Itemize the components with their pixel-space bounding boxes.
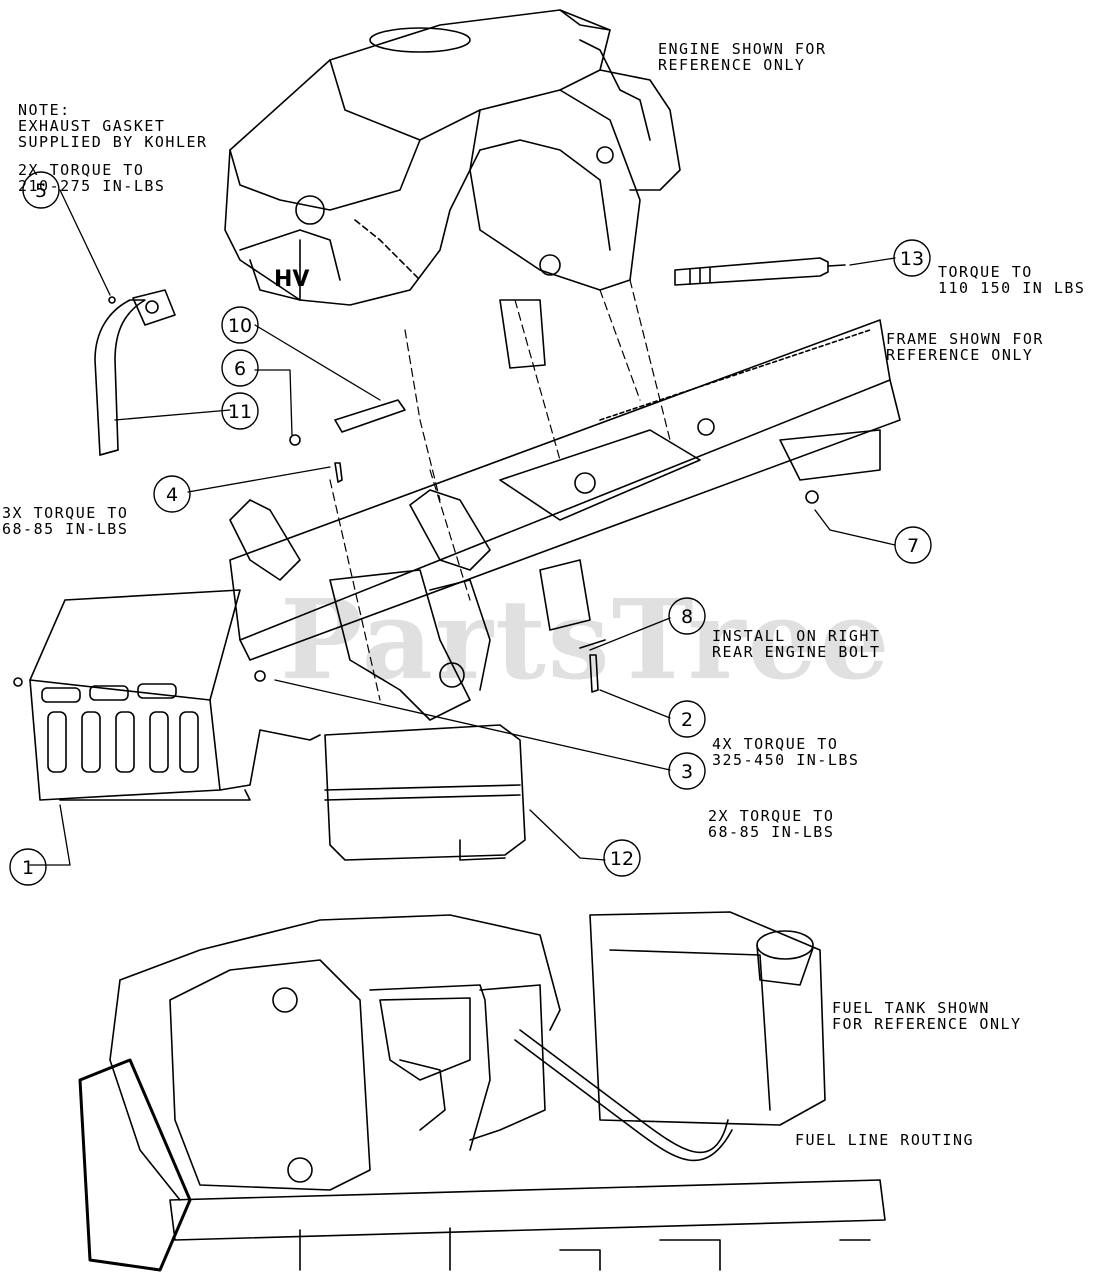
callout-7[interactable]: 7 xyxy=(894,526,932,564)
svg-text:4: 4 xyxy=(166,484,178,506)
part-1-heat-shield xyxy=(29,589,321,801)
callout-4[interactable]: 4 xyxy=(153,475,191,513)
engine-badge: HV xyxy=(274,267,309,292)
part-6-clip xyxy=(289,434,301,446)
svg-text:10: 10 xyxy=(228,315,252,337)
note-fuel-line-routing: FUEL LINE ROUTING xyxy=(795,1131,975,1149)
callout-11[interactable]: 11 xyxy=(221,392,259,430)
callout-10[interactable]: 10 xyxy=(221,306,259,344)
part-4-bolt xyxy=(334,462,343,483)
part-10-pin xyxy=(334,399,406,433)
callout-8[interactable]: 8 xyxy=(668,597,706,635)
svg-text:6: 6 xyxy=(234,358,246,380)
callout-12[interactable]: 12 xyxy=(603,839,641,877)
svg-text:12: 12 xyxy=(610,848,634,870)
part-11-exhaust-pipe xyxy=(94,289,176,456)
svg-text:7: 7 xyxy=(907,535,919,557)
svg-text:2: 2 xyxy=(681,709,693,731)
callout-3[interactable]: 3 xyxy=(668,752,706,790)
part-8-washer xyxy=(579,639,606,649)
callout-13[interactable]: 13 xyxy=(893,239,931,277)
engine-illustration xyxy=(224,9,681,369)
engine-fuel-tank-view xyxy=(78,911,886,1272)
callout-1[interactable]: 1 xyxy=(9,848,47,886)
svg-text:5: 5 xyxy=(35,180,47,202)
watermark: PartsTree xyxy=(280,575,892,704)
svg-text:13: 13 xyxy=(900,248,924,270)
svg-text:8: 8 xyxy=(681,606,693,628)
callout-6[interactable]: 6 xyxy=(221,349,259,387)
part-2-bolt xyxy=(589,654,599,693)
svg-text:11: 11 xyxy=(228,401,252,423)
callout-2[interactable]: 2 xyxy=(668,700,706,738)
part-3-bolt xyxy=(254,670,266,682)
part-12-muffler xyxy=(324,724,526,861)
svg-text:3: 3 xyxy=(681,761,693,783)
svg-text:1: 1 xyxy=(22,857,34,879)
frame-illustration xyxy=(229,319,901,721)
part-13-dipstick-tube xyxy=(674,257,846,286)
callout-5[interactable]: 5 xyxy=(22,171,60,209)
